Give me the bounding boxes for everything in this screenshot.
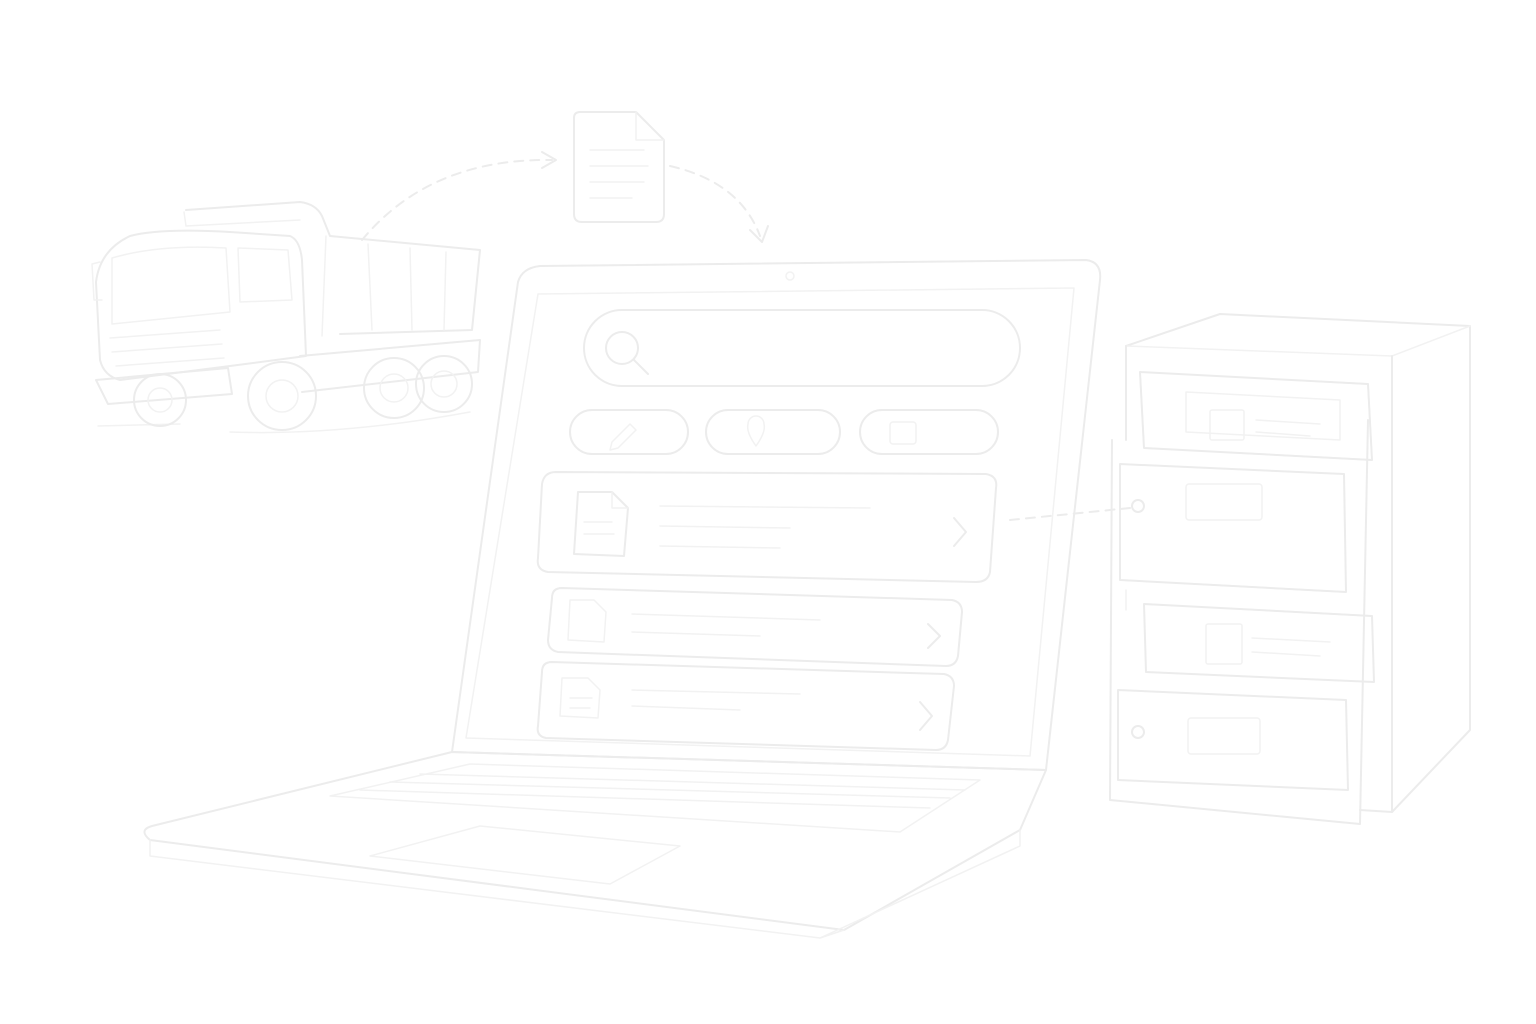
dump-truck-icon — [91, 201, 481, 434]
flow-arrow-document-to-laptop — [669, 165, 769, 243]
filter-chip-date[interactable] — [859, 409, 999, 455]
flow-arrow-truck-to-document — [361, 151, 557, 241]
chevron-right-icon — [953, 517, 967, 547]
calendar-icon — [889, 421, 917, 445]
cabinet-drawer — [1125, 589, 1375, 683]
search-bar[interactable] — [583, 309, 1021, 387]
document-icon — [559, 677, 601, 719]
app-screen — [536, 309, 1021, 751]
cabinet-drawer — [1119, 463, 1347, 593]
location-pin-icon — [746, 415, 766, 447]
filter-chip-location[interactable] — [705, 409, 841, 455]
document-icon — [573, 491, 629, 557]
search-icon — [605, 331, 649, 375]
cabinet-drawer — [1117, 689, 1349, 791]
chevron-right-icon — [919, 701, 933, 731]
pencil-icon — [609, 423, 637, 451]
list-item[interactable] — [536, 661, 955, 751]
document-icon — [567, 599, 607, 643]
filter-chip-edit[interactable] — [569, 409, 689, 455]
list-item[interactable] — [547, 587, 963, 667]
laptop-icon — [143, 259, 1102, 939]
list-item[interactable] — [536, 471, 998, 583]
document-icon — [573, 111, 665, 223]
filing-cabinet-icon — [1109, 313, 1471, 825]
cabinet-drawer — [1139, 371, 1373, 461]
chevron-right-icon — [927, 623, 941, 649]
flow-line-laptop-to-cabinet — [1009, 507, 1131, 521]
